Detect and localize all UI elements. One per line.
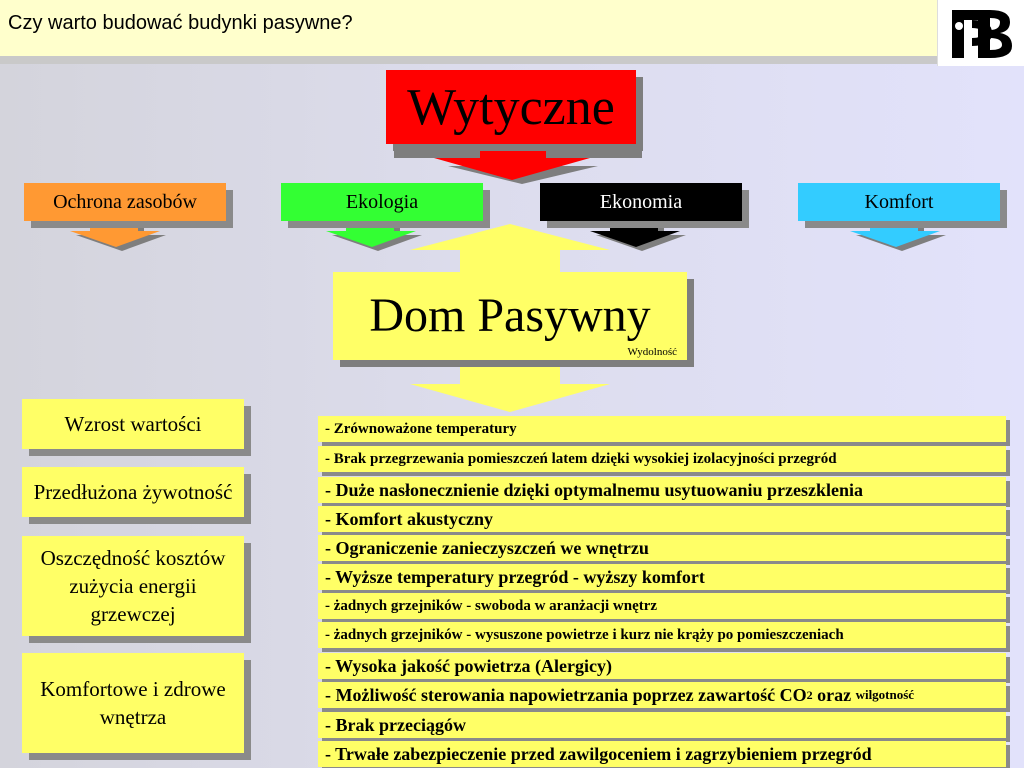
feature-item: - Duże nasłonecznienie dzięki optymalnem… (318, 477, 1006, 503)
dom-pasywny-title: Dom Pasywny (369, 289, 651, 342)
category-komfort: Komfort (798, 183, 1000, 221)
feature-text: - Trwałe zabezpieczenie przed zawilgocen… (325, 743, 872, 764)
wytyczne-box: Wytyczne (386, 70, 636, 144)
feature-item: - Brak przegrzewania pomieszczeń latem d… (318, 446, 1006, 472)
benefit-label: Oszczędność kosztów zużycia energii grze… (40, 546, 226, 626)
feature-item: - Możliwość sterowania napowietrzania po… (318, 682, 1006, 708)
feature-item: - Ograniczenie zanieczyszczeń we wnętrzu (318, 535, 1006, 561)
dom-pasywny-box: Dom Pasywny Wydolność (333, 272, 687, 360)
ochrona-arrow (70, 221, 166, 251)
feature-text: - Wysoka jakość powietrza (Alergicy) (325, 655, 612, 676)
wytyczne-title: Wytyczne (407, 78, 615, 136)
page-title: Czy warto budować budynki pasywne? (8, 12, 353, 34)
category-ekonomia: Ekonomia (540, 183, 742, 221)
ekonomia-arrow (590, 221, 686, 251)
benefit-label: Wzrost wartości (64, 412, 202, 436)
feature-text: - Komfort akustyczny (325, 508, 493, 529)
category-label: Komfort (864, 190, 934, 213)
pbp-logo-icon (952, 10, 1012, 58)
category-label: Ekonomia (599, 190, 683, 213)
komfort-arrow (850, 221, 946, 251)
logo (937, 0, 1024, 66)
dom-pasywny-subtitle: Wydolność (627, 346, 677, 358)
feature-text: - Brak przeciągów (325, 714, 466, 735)
feature-text: - Wyższe temperatury przegród - wyższy k… (325, 566, 705, 587)
feature-item: - Wysoka jakość powietrza (Alergicy) (318, 653, 1006, 679)
feature-item: - Trwałe zabezpieczenie przed zawilgocen… (318, 741, 1006, 767)
benefit-box: Komfortowe i zdrowe wnętrza (22, 653, 244, 753)
feature-text: - żadnych grzejników - swoboda w aranżac… (325, 597, 658, 614)
feature-item: - Komfort akustyczny (318, 506, 1006, 532)
benefit-label: Przedłużona żywotność (33, 480, 233, 504)
feature-text-small: wilgotność (855, 687, 915, 702)
category-label: Ochrona zasobów (53, 190, 197, 213)
feature-item: - żadnych grzejników - wysuszone powietr… (318, 622, 1006, 648)
header-bar: Czy warto budować budynki pasywne? (0, 0, 1024, 64)
feature-text: - Brak przegrzewania pomieszczeń latem d… (325, 450, 837, 467)
feature-item: - Wyższe temperatury przegród - wyższy k… (318, 564, 1006, 590)
category-ochrona: Ochrona zasobów (24, 183, 226, 221)
wytyczne-arrow (394, 144, 642, 184)
benefit-box: Oszczędność kosztów zużycia energii grze… (22, 536, 244, 636)
benefit-label: Komfortowe i zdrowe wnętrza (40, 677, 226, 729)
feature-text: - żadnych grzejników - wysuszone powietr… (325, 626, 844, 643)
feature-text-tail: oraz (812, 684, 856, 705)
category-ekologia: Ekologia (281, 183, 483, 221)
benefit-box: Przedłużona żywotność (22, 467, 244, 517)
feature-text: - Zrównoważone temperatury (325, 420, 517, 437)
category-label: Ekologia (345, 190, 419, 213)
feature-item: - żadnych grzejników - swoboda w aranżac… (318, 593, 1006, 619)
feature-item: - Zrównoważone temperatury (318, 416, 1006, 442)
feature-text: - Możliwość sterowania napowietrzania po… (325, 684, 807, 705)
feature-text: - Ograniczenie zanieczyszczeń we wnętrzu (325, 537, 649, 558)
feature-text: - Duże nasłonecznienie dzięki optymalnem… (325, 479, 864, 500)
feature-subscript: 2 (806, 687, 813, 702)
feature-item: - Brak przeciągów (318, 712, 1006, 738)
benefit-box: Wzrost wartości (22, 399, 244, 449)
ekologia-arrow (326, 221, 422, 251)
